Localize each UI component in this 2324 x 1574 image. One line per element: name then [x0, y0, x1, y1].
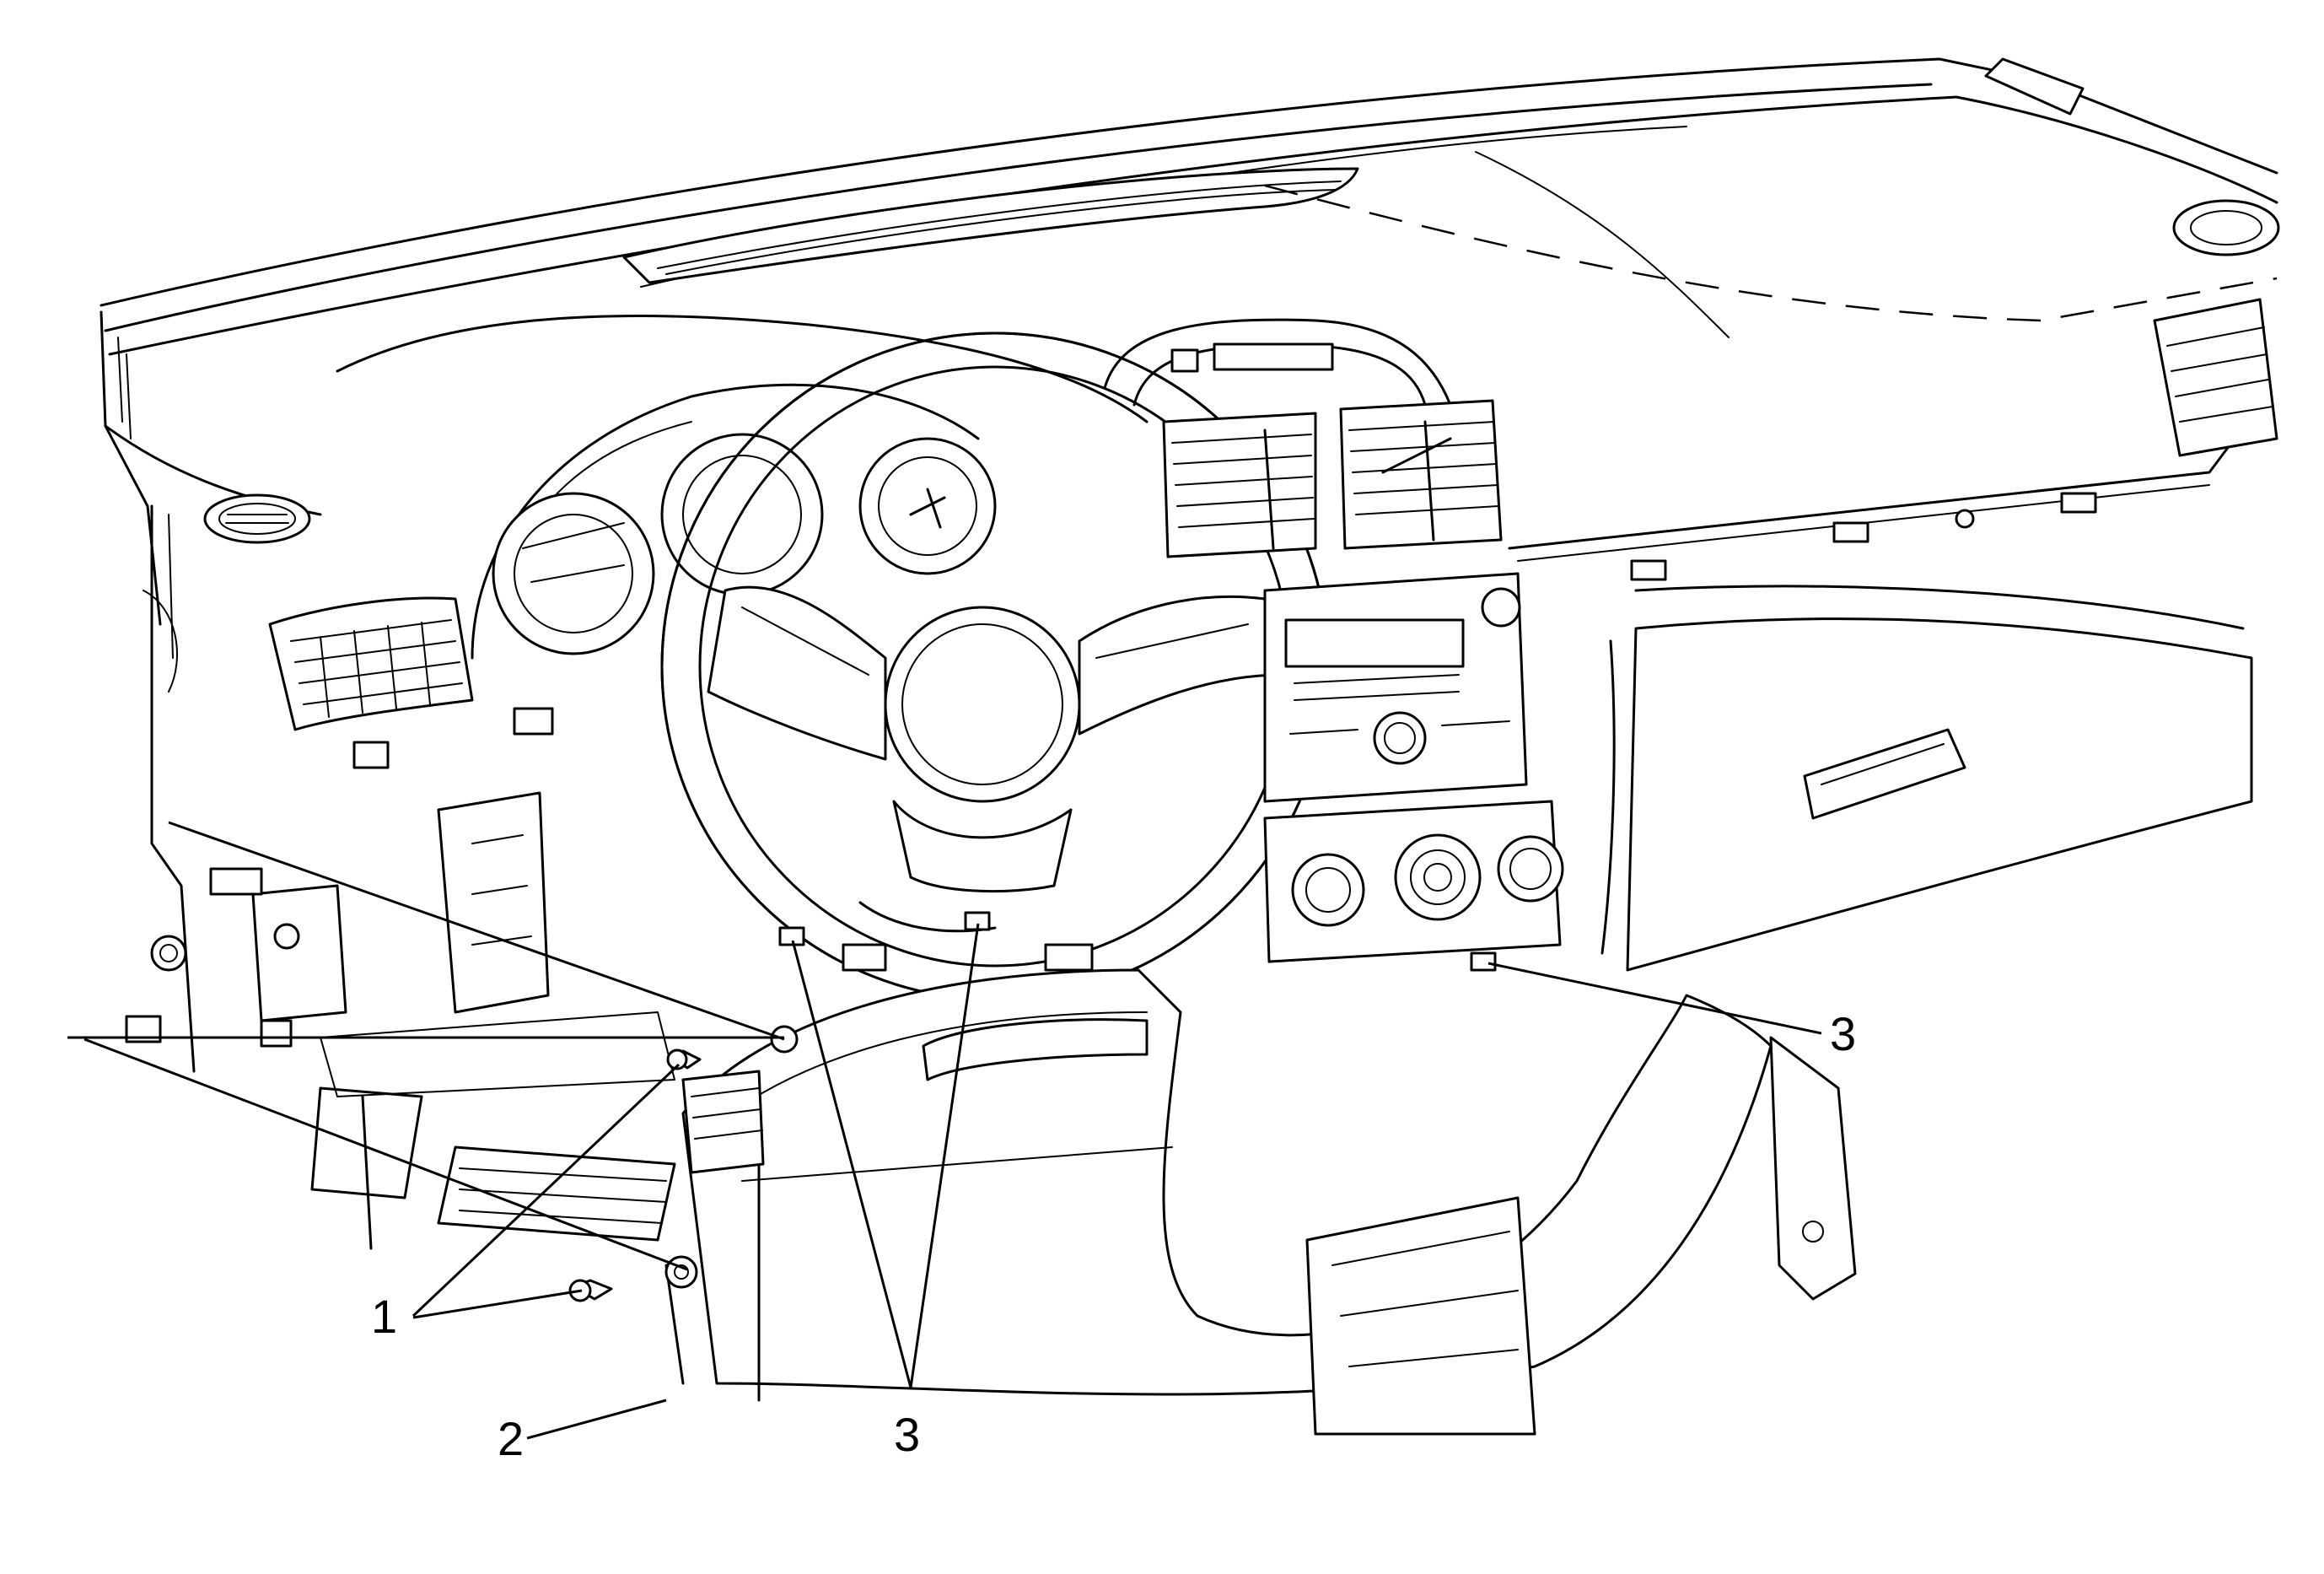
fasteners — [568, 911, 1497, 1302]
right-panel — [1508, 199, 2280, 972]
leader-lines — [67, 821, 1822, 1440]
knee-bolster-panel — [310, 968, 1857, 1436]
callout-3-right: 3 — [1830, 1007, 1856, 1060]
screw-icon — [666, 1048, 702, 1070]
callout-2: 2 — [498, 1412, 524, 1465]
callout-1: 1 — [371, 1290, 397, 1343]
steering-wheel — [660, 332, 1330, 1001]
dashboard-left-end — [100, 310, 322, 1073]
left-vent — [268, 596, 474, 731]
dashboard-top — [100, 57, 2278, 356]
instrument-cluster — [336, 314, 1149, 660]
bolt-hole-icon — [664, 1255, 698, 1289]
callout-labels: 1 2 3 3 — [371, 1007, 1856, 1465]
callout-3-center: 3 — [894, 1408, 920, 1461]
center-stack — [1103, 318, 1564, 963]
retainer-clip-icon — [778, 926, 805, 946]
retainer-clip-icon — [1470, 951, 1497, 972]
left-lower-bracket — [125, 707, 1094, 1048]
